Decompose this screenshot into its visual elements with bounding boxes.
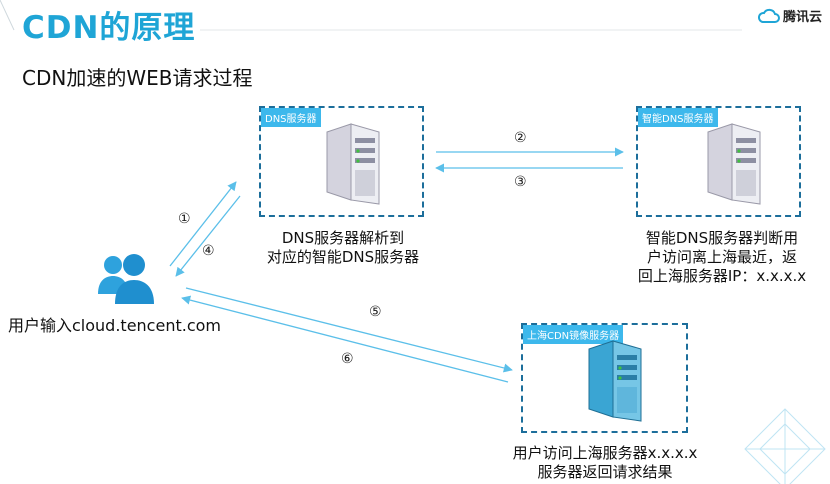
server-icon xyxy=(707,123,761,205)
corner-decoration xyxy=(744,408,826,484)
header-decoration xyxy=(0,0,742,31)
cloud-logo-icon xyxy=(757,8,780,23)
step-label-4: ④ xyxy=(202,243,215,259)
dns-server-tag: DNS服务器 xyxy=(261,108,321,127)
brand-logo: 腾讯云 xyxy=(757,6,822,25)
step-label-1: ① xyxy=(178,211,191,227)
server-icon xyxy=(588,340,642,422)
caption-line: 智能DNS服务器判断用 xyxy=(645,229,799,247)
smart-dns-server-tag: 智能DNS服务器 xyxy=(638,108,718,127)
users-icon xyxy=(98,254,154,304)
subtitle: CDN加速的WEB请求过程 xyxy=(22,66,253,90)
caption-line: 对应的智能DNS服务器 xyxy=(266,248,420,266)
arrow-step-4 xyxy=(175,195,241,277)
step-label-6: ⑥ xyxy=(341,351,354,367)
caption-line: 回上海服务器IP：x.x.x.x xyxy=(637,267,807,285)
slide-title: CDN的原理 xyxy=(22,10,196,46)
arrow-step-5 xyxy=(185,287,513,373)
caption-line: 服务器返回请求结果 xyxy=(537,463,673,481)
smart-dns-server-node: 智能DNS服务器 xyxy=(636,106,801,217)
caption-line: DNS服务器解析到 xyxy=(281,229,405,247)
server-icon xyxy=(326,123,380,205)
dns-server-caption: DNS服务器解析到 对应的智能DNS服务器 xyxy=(258,229,428,267)
step-label-3: ③ xyxy=(514,174,527,190)
dns-server-node: DNS服务器 xyxy=(259,106,424,217)
cdn-server-node: 上海CDN镜像服务器 xyxy=(521,323,688,433)
brand-name: 腾讯云 xyxy=(782,10,822,25)
step-label-2: ② xyxy=(514,130,527,146)
cdn-server-caption: 用户访问上海服务器x.x.x.x 服务器返回请求结果 xyxy=(500,444,710,482)
smart-dns-server-caption: 智能DNS服务器判断用 户访问离上海最近，返 回上海服务器IP：x.x.x.x xyxy=(624,229,820,286)
step-label-5: ⑤ xyxy=(369,304,382,320)
arrow-step-1 xyxy=(169,181,237,267)
user-caption: 用户输入cloud.tencent.com xyxy=(8,316,221,335)
cdn-server-tag: 上海CDN镜像服务器 xyxy=(523,325,624,344)
caption-line: 户访问离上海最近，返 xyxy=(646,248,797,266)
arrow-step-6 xyxy=(181,295,509,383)
caption-line: 用户访问上海服务器x.x.x.x xyxy=(512,444,698,462)
